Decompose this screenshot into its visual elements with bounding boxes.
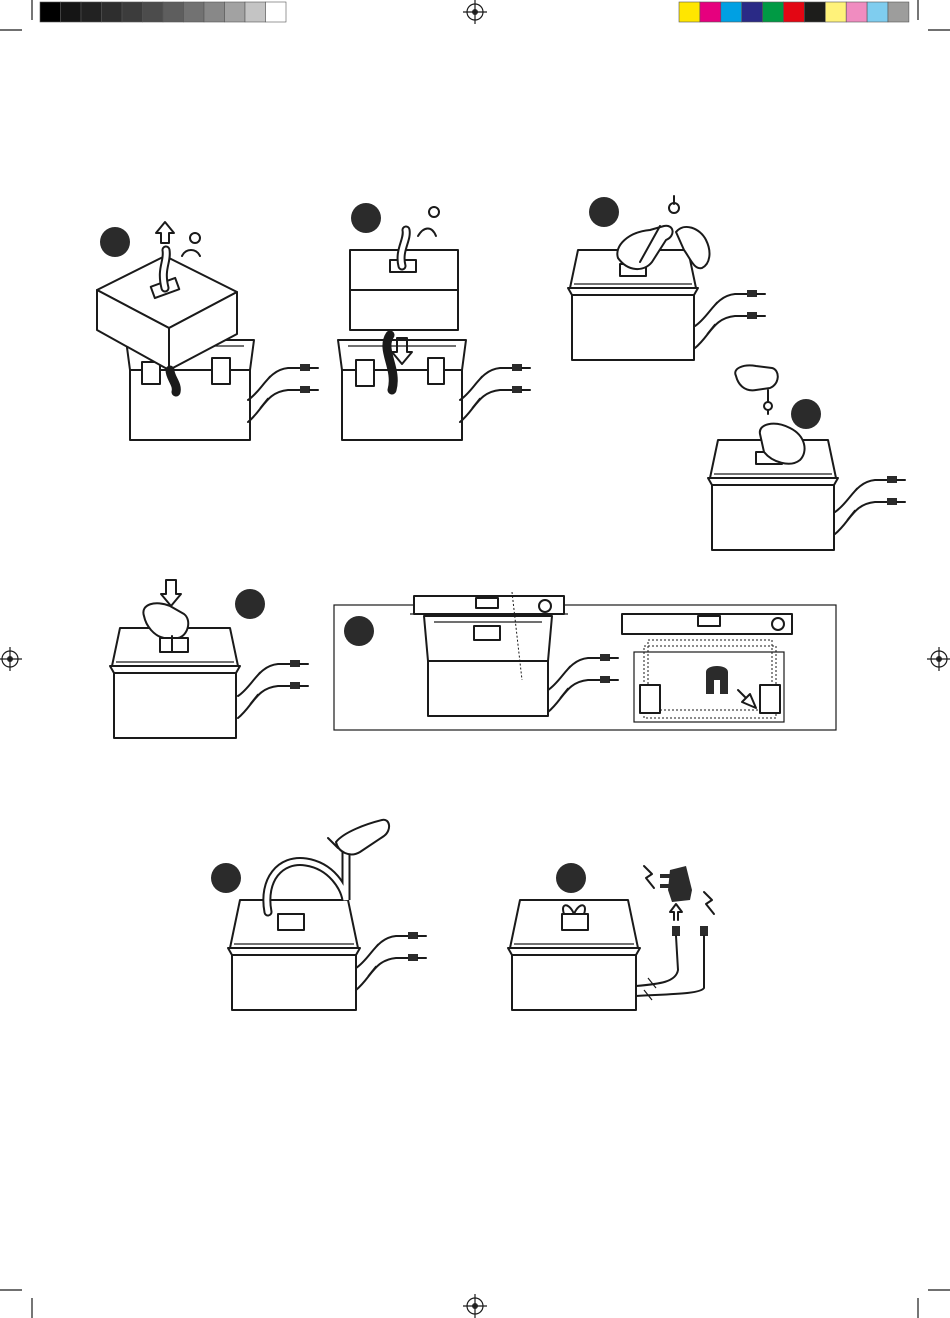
- step-4-screw-nozzle: [708, 365, 905, 550]
- arrow-diagonal-icon: [738, 690, 756, 708]
- registration-mark-left: [0, 647, 22, 671]
- gray-swatch: [245, 2, 266, 22]
- lightning-icon: [644, 866, 654, 888]
- color-swatch: [784, 2, 805, 22]
- gray-swatch: [184, 2, 205, 22]
- gray-swatch: [61, 2, 82, 22]
- color-swatch: [804, 2, 825, 22]
- gray-swatch: [143, 2, 164, 22]
- step-1-marker: [100, 227, 130, 257]
- color-swatch: [846, 2, 867, 22]
- step-5-press-nozzle: [110, 580, 308, 738]
- hand-icon: [336, 820, 389, 855]
- step-3-marker: [589, 197, 619, 227]
- step-2-lower-lid: [338, 203, 530, 440]
- arrow-down-icon: [161, 580, 181, 606]
- step-3-attach-nozzle: [568, 196, 765, 360]
- color-swatch: [763, 2, 784, 22]
- color-swatch: [825, 2, 846, 22]
- bracket-icon: [706, 666, 728, 694]
- gray-swatch: [266, 2, 287, 22]
- step-8-marker: [556, 863, 586, 893]
- step-6-marker: [344, 616, 374, 646]
- step-1-lift-lid: [97, 222, 318, 440]
- gray-swatch: [225, 2, 246, 22]
- step-7-marker: [211, 863, 241, 893]
- gray-swatch: [204, 2, 225, 22]
- registration-mark-bottom: [463, 1294, 487, 1318]
- arrow-up-icon: [156, 222, 174, 243]
- gray-swatch: [102, 2, 123, 22]
- step-5-marker: [235, 589, 265, 619]
- color-swatch: [888, 2, 909, 22]
- registration-mark-top: [463, 0, 487, 24]
- power-adapter-icon: [668, 866, 692, 902]
- step-4-marker: [791, 399, 821, 429]
- hand-icon: [735, 365, 778, 390]
- color-bar: [679, 2, 909, 22]
- gray-swatch: [122, 2, 143, 22]
- color-swatch: [742, 2, 763, 22]
- gray-scale-bar: [40, 2, 286, 22]
- color-swatch: [867, 2, 888, 22]
- color-swatch: [700, 2, 721, 22]
- step-6-level-check: [334, 592, 836, 730]
- gray-swatch: [163, 2, 184, 22]
- gray-swatch: [81, 2, 102, 22]
- registration-mark-right: [927, 647, 950, 671]
- color-swatch: [721, 2, 742, 22]
- arrow-up-icon: [670, 904, 682, 920]
- color-swatch: [679, 2, 700, 22]
- step-7-fill-water: [211, 820, 426, 1010]
- step-2-marker: [351, 203, 381, 233]
- step-8-plug-in-power: [508, 863, 714, 1010]
- gray-swatch: [40, 2, 61, 22]
- lightning-icon: [704, 892, 714, 914]
